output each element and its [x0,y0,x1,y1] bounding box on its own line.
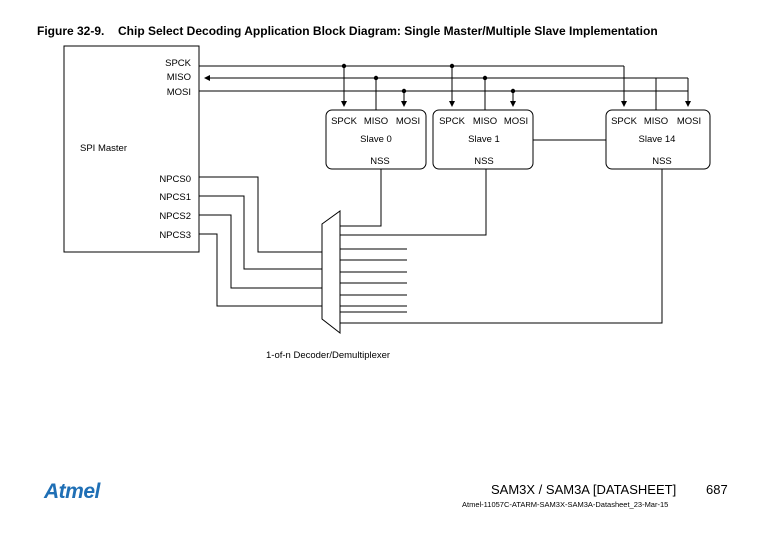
slave-1-pin-spck: SPCK [439,116,466,127]
npcs-wires [199,176,322,307]
slave-14-pin-miso: MISO [644,116,668,127]
master-pin-npcs1: NPCS1 [159,192,191,203]
spi-master-box [63,45,200,253]
slave-14-pin-mosi: MOSI [677,116,701,127]
slave-14-name: Slave 14 [639,134,676,145]
decoder-label: 1-of-n Decoder/Demultiplexer [266,350,390,361]
footer-title: SAM3X / SAM3A [DATASHEET] [491,482,677,497]
slave-0-box [325,109,427,170]
spi-bus [199,65,688,92]
master-pin-npcs2: NPCS2 [159,211,191,222]
slave-0-nss: NSS [370,156,390,167]
figure-title: Chip Select Decoding Application Block D… [118,24,658,38]
slave-1-name: Slave 1 [468,134,500,145]
master-pin-spck: SPCK [165,58,192,69]
figure-caption: Figure 32-9. Chip Select Decoding Applica… [37,24,658,38]
slave-0-name: Slave 0 [360,134,392,145]
figure-number: Figure 32-9. [37,24,105,38]
document-id: Atmel-11057C-ATARM-SAM3X-SAM3A-Datasheet… [462,500,669,509]
slave-1-pin-miso: MISO [473,116,497,127]
atmel-logo: Atmel [44,480,100,503]
slave-0-pin-spck: SPCK [331,116,358,127]
master-pin-miso: MISO [167,72,191,83]
master-pin-mosi: MOSI [167,87,191,98]
decoder-outputs [340,169,663,324]
spi-master-label: SPI Master [80,143,127,154]
page-number: 687 [706,482,728,497]
decoder-body [321,210,341,335]
slave-14-pin-spck: SPCK [611,116,638,127]
master-pin-npcs3: NPCS3 [159,230,191,241]
slave-0-pin-miso: MISO [364,116,388,127]
slave-0-pin-mosi: MOSI [396,116,420,127]
slave-14-nss: NSS [652,156,672,167]
slave-drops [341,66,691,110]
master-pin-npcs0: NPCS0 [159,174,191,185]
slave-1-pin-mosi: MOSI [504,116,528,127]
slave-1-nss: NSS [474,156,494,167]
